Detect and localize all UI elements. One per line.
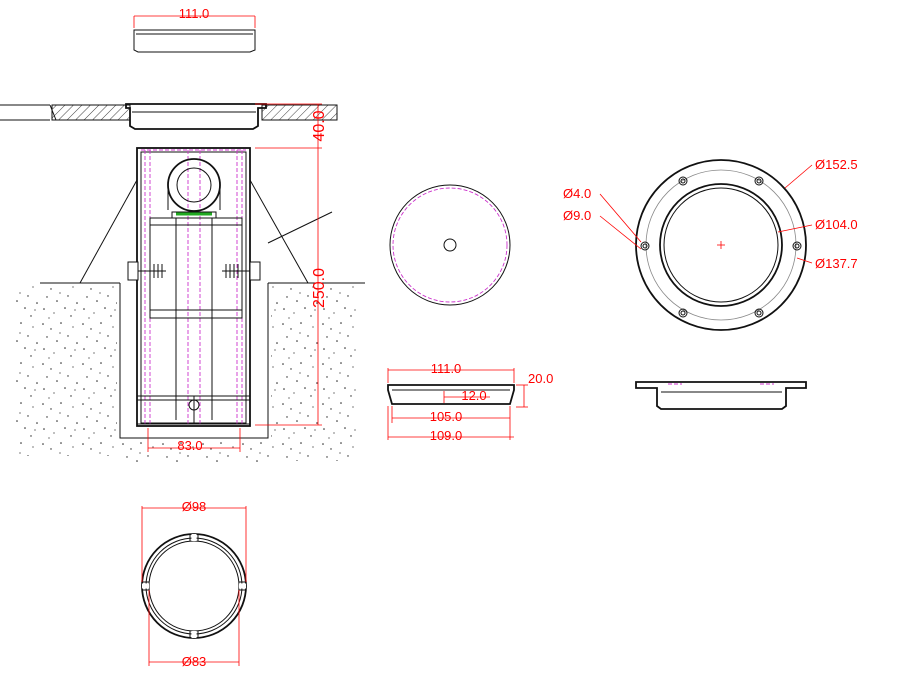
dim-tube-inner-dia: Ø83 (182, 654, 207, 669)
dim-lid-inner-width: 105.0 (430, 409, 463, 424)
dim-hole-large-dia: Ø9.0 (563, 208, 591, 223)
dim-depth-top: 40.0 (311, 110, 328, 141)
dim-ring-outer-dia: Ø152.5 (815, 157, 858, 172)
dim-lid-outer-width: 109.0 (430, 428, 463, 443)
tube-plan-view: Ø98 Ø83 (141, 499, 247, 669)
installation-section: 40.0 250.0 83.0 (0, 103, 365, 462)
dim-top-cover-width: 111.0 (179, 6, 210, 21)
bolt-left (127, 261, 139, 281)
flange-side-view (635, 381, 807, 410)
soil-left (15, 286, 117, 456)
floor-slab-left (51, 104, 131, 121)
dim-hole-small-dia: Ø4.0 (563, 186, 591, 201)
flange-ring-view: Ø152.5 Ø104.0 Ø137.7 Ø4.0 Ø9.0 (563, 157, 858, 331)
soil-right (271, 286, 356, 461)
top-cover-view: 111.0 (133, 6, 256, 53)
dim-base-width: 83.0 (177, 438, 202, 453)
dim-lid-height: 20.0 (528, 371, 553, 386)
dim-lid-width-top: 111.0 (431, 361, 462, 376)
mounting-holes (640, 176, 802, 318)
bolt-right (249, 261, 261, 281)
lid-top-view (389, 184, 511, 306)
dim-tube-outer-dia: Ø98 (182, 499, 207, 514)
lid-side-view: 111.0 20.0 12.0 105.0 109.0 (387, 361, 553, 443)
dim-ring-pcd-dia: Ø137.7 (815, 256, 858, 271)
dim-depth-body: 250.0 (311, 268, 328, 308)
soil-bottom (118, 440, 273, 462)
dim-lid-step: 12.0 (461, 388, 486, 403)
dim-ring-inner-dia: Ø104.0 (815, 217, 858, 232)
